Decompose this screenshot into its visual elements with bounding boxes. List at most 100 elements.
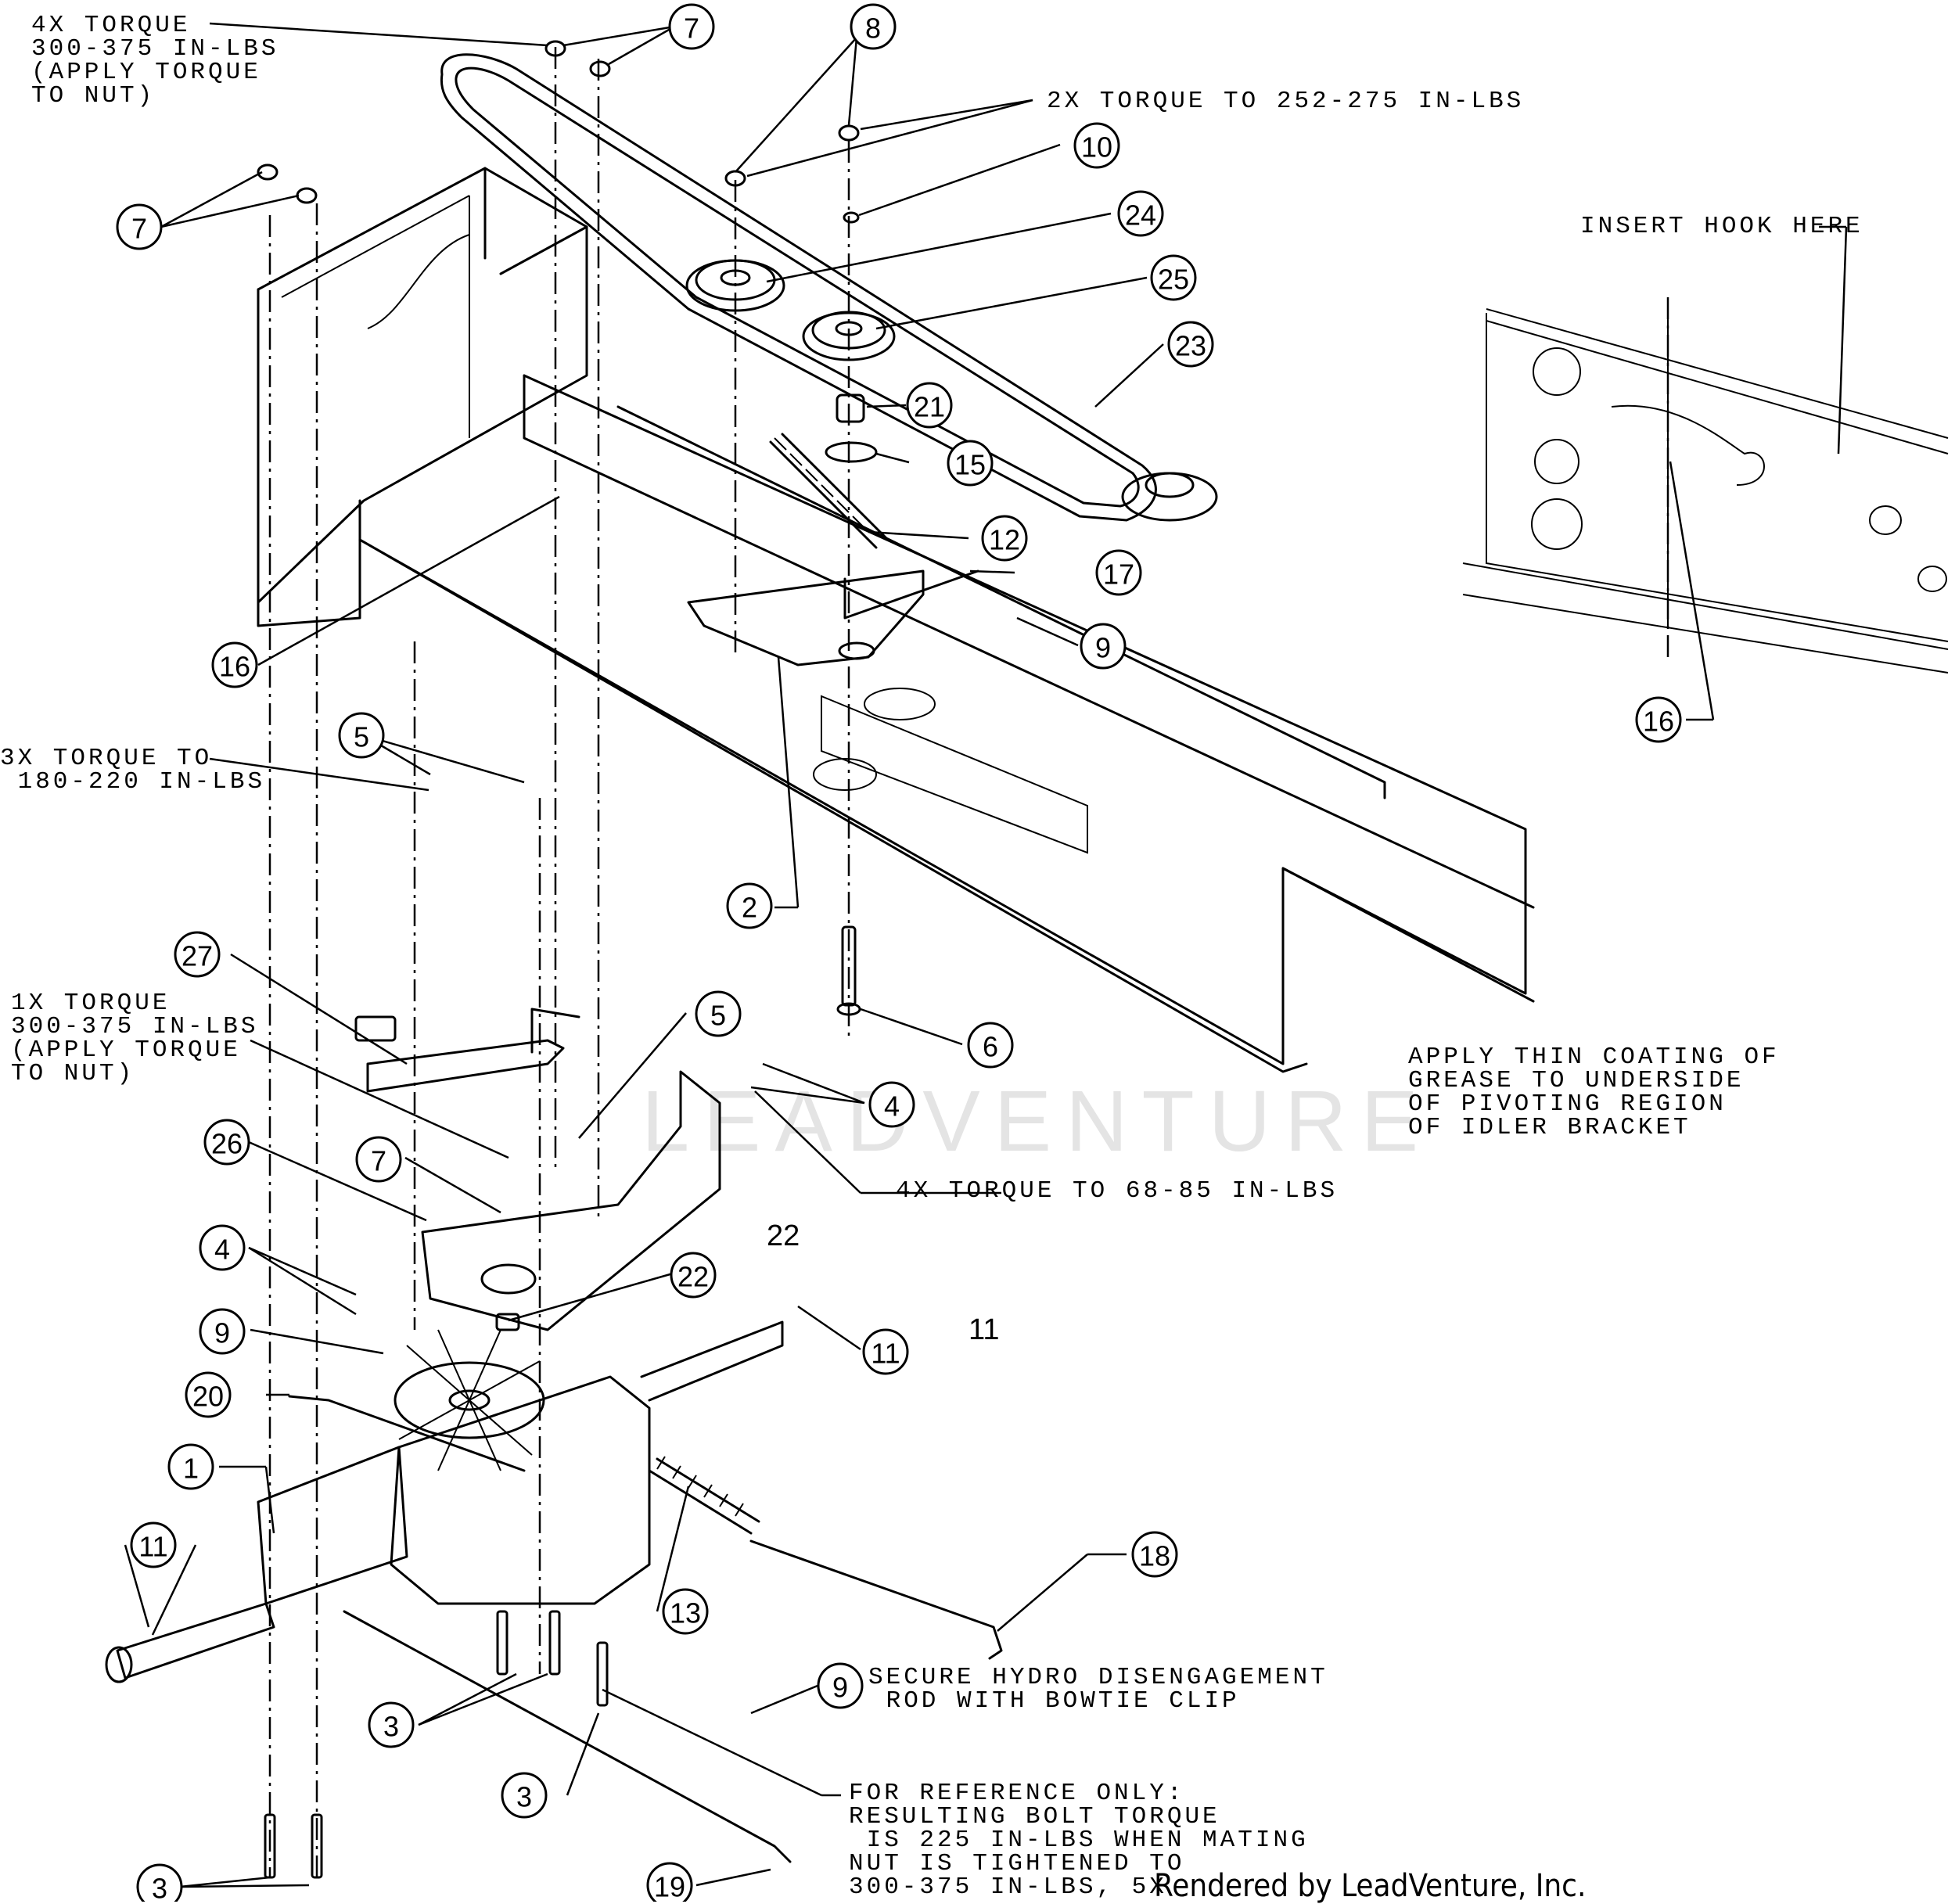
callout-5a-label: 5: [354, 721, 369, 753]
leader-lines: [124, 22, 1848, 1888]
callout-9c[interactable]: 9: [817, 1662, 864, 1709]
washer: [825, 441, 878, 463]
idler-spring: [769, 433, 889, 549]
callout-19-label: 19: [654, 1871, 685, 1902]
hardware-nuts: [257, 40, 860, 224]
callout-2[interactable]: 2: [726, 882, 773, 929]
callout-22[interactable]: 22: [670, 1252, 717, 1299]
callout-7b-label: 7: [131, 213, 147, 245]
callout-7c-label: 7: [371, 1145, 386, 1177]
callout-7b[interactable]: 7: [116, 203, 163, 250]
return-spring: [648, 1456, 760, 1535]
callout-26[interactable]: 26: [203, 1119, 250, 1166]
callout-24[interactable]: 24: [1117, 190, 1164, 237]
callout-3c[interactable]: 3: [136, 1863, 183, 1902]
note-torque-1x-nut: 1X TORQUE 300-375 IN-LBS (APPLY TORQUE T…: [11, 990, 259, 1087]
callout-21-label: 21: [914, 391, 945, 423]
callout-4b[interactable]: 4: [199, 1224, 246, 1271]
callout-15[interactable]: 15: [947, 440, 994, 487]
callout-16a-label: 16: [219, 651, 250, 683]
callout-18-label: 18: [1139, 1540, 1170, 1572]
spacer: [836, 393, 865, 423]
callout-21[interactable]: 21: [906, 382, 953, 429]
callout-20[interactable]: 20: [185, 1371, 232, 1418]
callout-10-label: 10: [1081, 131, 1112, 163]
note-hydro-clip: SECURE HYDRO DISENGAGEMENT ROD WITH BOWT…: [868, 1664, 1328, 1715]
callout-5a[interactable]: 5: [338, 712, 385, 759]
callout-22-label: 22: [677, 1261, 709, 1293]
note-torque-4x-nut: 4X TORQUE 300-375 IN-LBS (APPLY TORQUE T…: [31, 12, 279, 110]
callout-27-label: 27: [181, 940, 213, 972]
callout-10[interactable]: 10: [1073, 122, 1120, 169]
callout-7a-label: 7: [684, 13, 699, 45]
callout-27[interactable]: 27: [174, 931, 221, 978]
note-torque-2x: 2X TORQUE TO 252-275 IN-LBS: [1047, 88, 1525, 115]
drive-rod: [749, 1539, 1003, 1660]
note-grease-idler: APPLY THIN COATING OF GREASE TO UNDERSID…: [1408, 1044, 1780, 1141]
callout-16b[interactable]: 16: [1635, 696, 1682, 743]
callout-19[interactable]: 19: [646, 1862, 693, 1902]
callout-9b-label: 9: [214, 1317, 230, 1349]
callout-5b[interactable]: 5: [695, 990, 742, 1037]
note-torque-4x-68: 4X TORQUE TO 68-85 IN-LBS: [896, 1177, 1339, 1205]
callout-18[interactable]: 18: [1131, 1531, 1178, 1578]
callout-25-label: 25: [1158, 264, 1189, 296]
callout-16a[interactable]: 16: [211, 641, 258, 688]
callout-8[interactable]: 8: [850, 3, 897, 50]
callout-11a[interactable]: 11: [862, 1328, 909, 1375]
callout-26-label: 26: [211, 1128, 243, 1160]
callout-4a-label: 4: [884, 1090, 900, 1123]
callout-13[interactable]: 13: [662, 1588, 709, 1635]
callout-6[interactable]: 6: [967, 1022, 1014, 1069]
callout-2-label: 2: [742, 892, 757, 924]
callout-4a[interactable]: 4: [868, 1081, 915, 1128]
inset-detail: [1462, 308, 1949, 674]
callout-9a-label: 9: [1095, 632, 1111, 664]
main-frame-rail: [358, 374, 1535, 1073]
callout-3a[interactable]: 3: [368, 1701, 415, 1748]
callout-5b-label: 5: [710, 1000, 726, 1032]
transaxle: [105, 1320, 784, 1683]
drive-belt: [440, 53, 1157, 522]
note-reference-torque: FOR REFERENCE ONLY: RESULTING BOLT TORQU…: [849, 1780, 1309, 1901]
callout-25[interactable]: 25: [1150, 254, 1197, 301]
rendered-by-credit: Rendered by LeadVenture, Inc.: [1154, 1868, 1587, 1904]
shift-rod: [288, 1395, 526, 1472]
floating-number-11: 11: [969, 1313, 999, 1346]
callout-15-label: 15: [954, 449, 986, 481]
callout-12[interactable]: 12: [981, 515, 1028, 562]
callout-17[interactable]: 17: [1095, 549, 1142, 596]
callout-7c[interactable]: 7: [355, 1136, 402, 1183]
rear-frame: [257, 167, 588, 627]
callout-8-label: 8: [865, 13, 881, 45]
callout-6-label: 6: [983, 1031, 998, 1063]
callout-9a[interactable]: 9: [1080, 623, 1127, 670]
callout-23-label: 23: [1175, 330, 1206, 362]
callout-13-label: 13: [670, 1597, 701, 1629]
callout-17-label: 17: [1103, 559, 1134, 591]
floating-number-22: 22: [767, 1220, 800, 1252]
transaxle-bracket: [421, 1070, 721, 1331]
deck-pulley: [1121, 472, 1218, 522]
callout-3b-label: 3: [516, 1781, 532, 1813]
callout-3b[interactable]: 3: [501, 1772, 548, 1819]
callout-24-label: 24: [1125, 199, 1156, 232]
callout-9c-label: 9: [832, 1672, 848, 1704]
hydro-disengage-rod: [343, 1610, 792, 1863]
callout-1[interactable]: 1: [167, 1443, 214, 1490]
idler-bracket: [687, 569, 979, 666]
note-insert-hook: INSERT HOOK HERE: [1580, 213, 1863, 240]
callout-9b[interactable]: 9: [199, 1308, 246, 1355]
callout-3c-label: 3: [152, 1873, 167, 1902]
note-torque-3x: 3X TORQUE TO 180-220 IN-LBS: [0, 745, 266, 796]
callout-11b-label: 11: [138, 1531, 167, 1563]
callout-16b-label: 16: [1643, 706, 1674, 738]
callout-20-label: 20: [192, 1381, 224, 1413]
idler-pulley-v: [802, 311, 896, 361]
control-bracket: [354, 1008, 580, 1093]
callout-12-label: 12: [989, 524, 1020, 556]
callout-11b[interactable]: 11: [130, 1521, 177, 1568]
callout-23[interactable]: 23: [1167, 321, 1214, 368]
callout-7a[interactable]: 7: [668, 3, 715, 50]
